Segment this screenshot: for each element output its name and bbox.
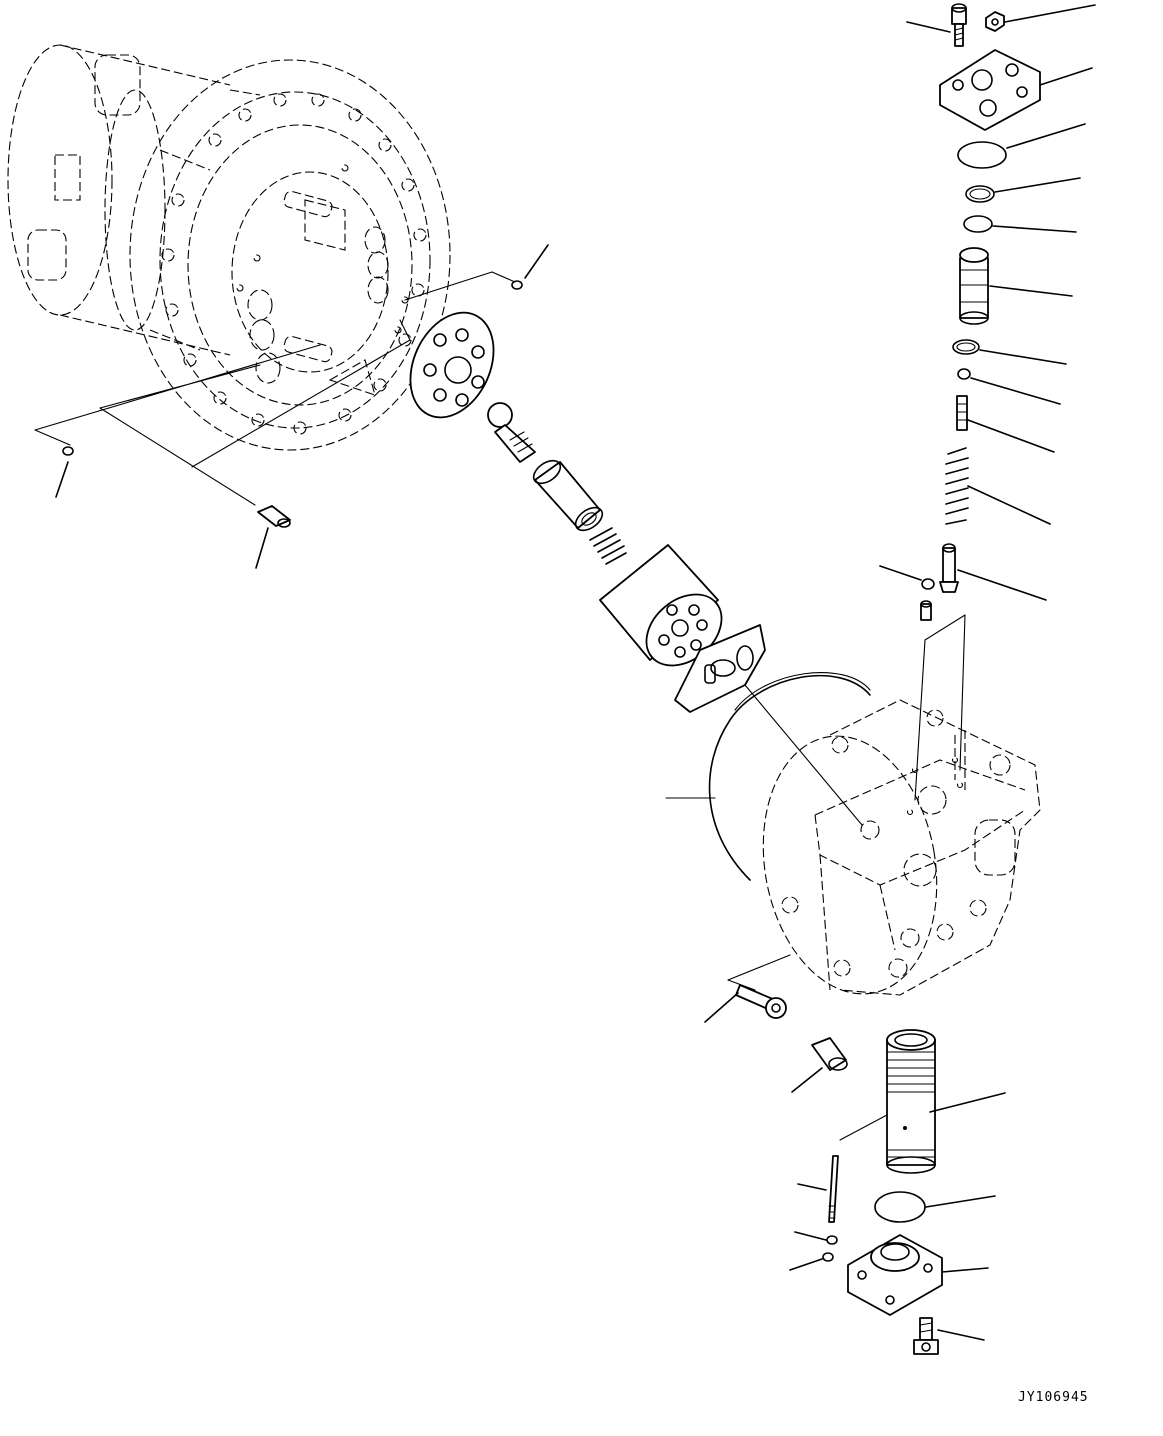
plug <box>812 1038 846 1070</box>
pilot-pin <box>943 548 955 582</box>
rotary-group <box>394 299 870 880</box>
bushing <box>535 462 600 528</box>
retainer-plate <box>394 299 509 431</box>
dowel-pin <box>258 506 290 526</box>
drawing-code: JY106945 <box>1018 1390 1089 1405</box>
dowel-pin-callouts <box>35 245 548 568</box>
bottom-bolt <box>914 1340 938 1354</box>
valve-spring <box>946 448 968 524</box>
o-ring-small-left <box>63 447 73 455</box>
plunger <box>957 396 967 430</box>
valve-cover <box>940 50 1040 130</box>
o-ring-small-top <box>512 281 522 289</box>
motor-case <box>728 615 1040 1140</box>
spool-sleeve <box>960 258 988 318</box>
ball-guide <box>488 403 512 427</box>
valve-stack-top <box>880 4 1095 620</box>
large-o-ring <box>710 676 870 880</box>
center-spring <box>590 528 626 564</box>
valve-stack-bottom <box>705 985 1005 1354</box>
cylinder-block <box>600 545 718 660</box>
reduction-housing <box>8 45 450 450</box>
threaded-cartridge <box>887 1040 935 1165</box>
